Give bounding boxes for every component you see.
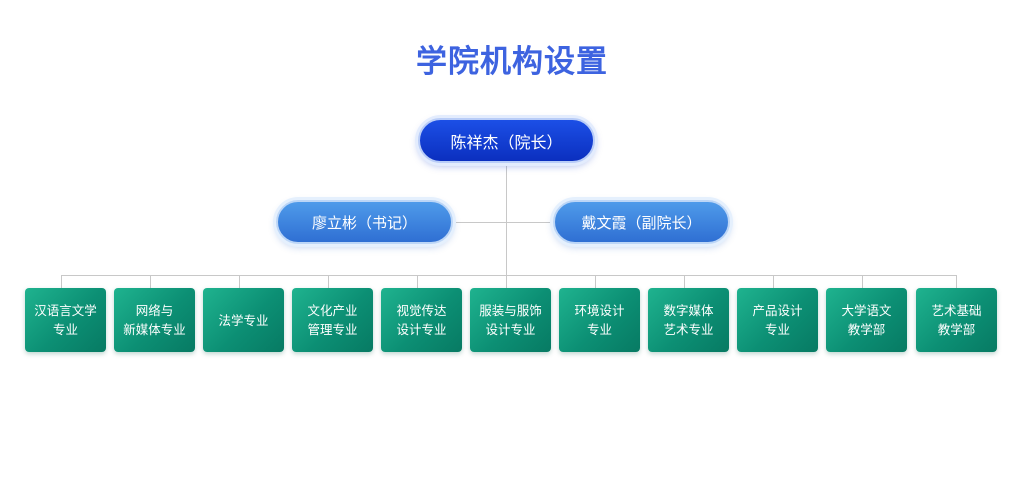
department-box: 艺术基础 教学部	[916, 288, 997, 352]
node-secretary-label: 廖立彬（书记）	[311, 213, 417, 232]
department-label-line1: 环境设计	[574, 303, 625, 318]
department-box: 数字媒体 艺术专业	[648, 288, 729, 352]
department-label-line2: 设计专业	[396, 322, 447, 337]
department-label-line2: 专业	[764, 322, 790, 337]
department-box: 法学专业	[203, 288, 284, 352]
department-box: 产品设计 专业	[737, 288, 818, 352]
node-vice-dean: 戴文霞（副院长）	[553, 200, 730, 244]
department-label-line1: 数字媒体	[663, 303, 714, 318]
department-label-line1: 服装与服饰	[479, 303, 542, 318]
node-dean-label: 陈祥杰（院长）	[450, 132, 563, 152]
page-title: 学院机构设置	[416, 44, 608, 80]
department-label-line2: 教学部	[937, 322, 976, 337]
department-label-line2: 管理专业	[307, 322, 358, 337]
department-box: 服装与服饰 设计专业	[470, 288, 551, 352]
department-box: 汉语言文学 专业	[25, 288, 106, 352]
department-label-line1: 大学语文	[841, 303, 892, 318]
department-label-line1: 产品设计	[752, 303, 803, 318]
department-label-line2: 专业	[586, 322, 612, 337]
department-label-line1: 视觉传达	[396, 303, 447, 318]
department-row: 汉语言文学 专业 网络与 新媒体专业 法学专业 文化产业 管理专业 视觉传达 设…	[0, 288, 1024, 352]
department-label-line2: 新媒体专业	[123, 322, 186, 337]
department-label-line1: 艺术基础	[931, 303, 982, 318]
node-dean: 陈祥杰（院长）	[418, 118, 595, 163]
department-label-line2: 专业	[52, 322, 78, 337]
department-label-line2: 设计专业	[485, 322, 536, 337]
department-label-line1: 网络与	[135, 303, 174, 318]
department-box: 视觉传达 设计专业	[381, 288, 462, 352]
department-label-line1: 汉语言文学	[34, 303, 97, 318]
node-secretary: 廖立彬（书记）	[276, 200, 453, 244]
department-label-line1: 法学专业	[218, 312, 269, 328]
department-box: 大学语文 教学部	[826, 288, 907, 352]
department-box: 环境设计 专业	[559, 288, 640, 352]
department-label-line1: 文化产业	[307, 303, 358, 318]
department-box: 文化产业 管理专业	[292, 288, 373, 352]
department-label-line2: 艺术专业	[663, 322, 714, 337]
node-vice-dean-label: 戴文霞（副院长）	[581, 213, 702, 232]
department-box: 网络与 新媒体专业	[114, 288, 195, 352]
department-label-line2: 教学部	[847, 322, 886, 337]
